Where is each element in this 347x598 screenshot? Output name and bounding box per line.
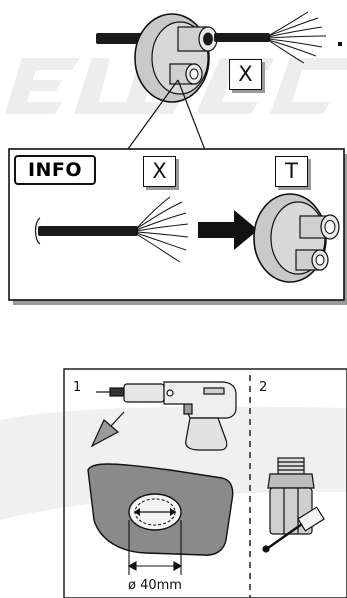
top-grommet-tube-lower-hole — [190, 69, 198, 79]
top-cable-right — [214, 33, 270, 42]
info-cable — [38, 226, 138, 236]
info-label-x: X — [143, 156, 176, 187]
step-1-number: 1 — [73, 380, 81, 395]
top-label-x: X — [229, 59, 262, 90]
info-label-t: T — [275, 156, 308, 187]
top-cable-wires — [268, 12, 326, 63]
top-grommet-tube-upper-hole — [203, 33, 213, 46]
top-edge-mark — [338, 42, 342, 46]
surface-illustration — [88, 464, 233, 555]
step-2-number: 2 — [259, 380, 267, 395]
info-badge: INFO — [14, 155, 96, 185]
diameter-label: ø 40mm — [128, 578, 182, 593]
